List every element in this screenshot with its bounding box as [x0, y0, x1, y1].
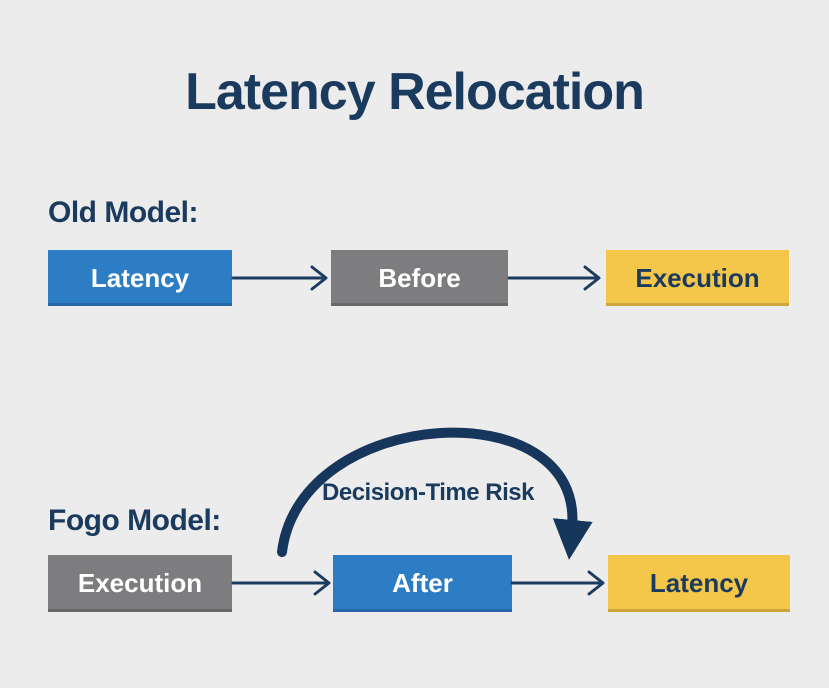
arrow-latency-to-before [231, 265, 328, 291]
box-label: Latency [649, 568, 749, 598]
decision-time-risk-label: Decision-Time Risk [322, 479, 534, 506]
old-model-box-execution: Execution [606, 250, 789, 306]
box-label: Execution [77, 568, 203, 598]
box-label: Latency [90, 262, 190, 293]
fogo-model-label: Fogo Model: [48, 504, 221, 537]
arrow-before-to-execution [507, 265, 601, 291]
box-label: Execution [635, 262, 760, 293]
fogo-model-box-latency: Latency [608, 555, 790, 612]
old-model-label: Old Model: [48, 196, 198, 229]
page-title: Latency Relocation [185, 63, 645, 121]
old-model-box-before: Before [331, 250, 508, 306]
arrow-after-to-latency [510, 570, 605, 596]
arrow-execution-to-after [231, 570, 331, 596]
box-label: Before [378, 262, 461, 293]
fogo-model-box-after: After [333, 555, 512, 612]
box-label: After [392, 568, 453, 598]
fogo-model-box-execution: Execution [48, 555, 232, 612]
old-model-box-latency: Latency [48, 250, 232, 306]
